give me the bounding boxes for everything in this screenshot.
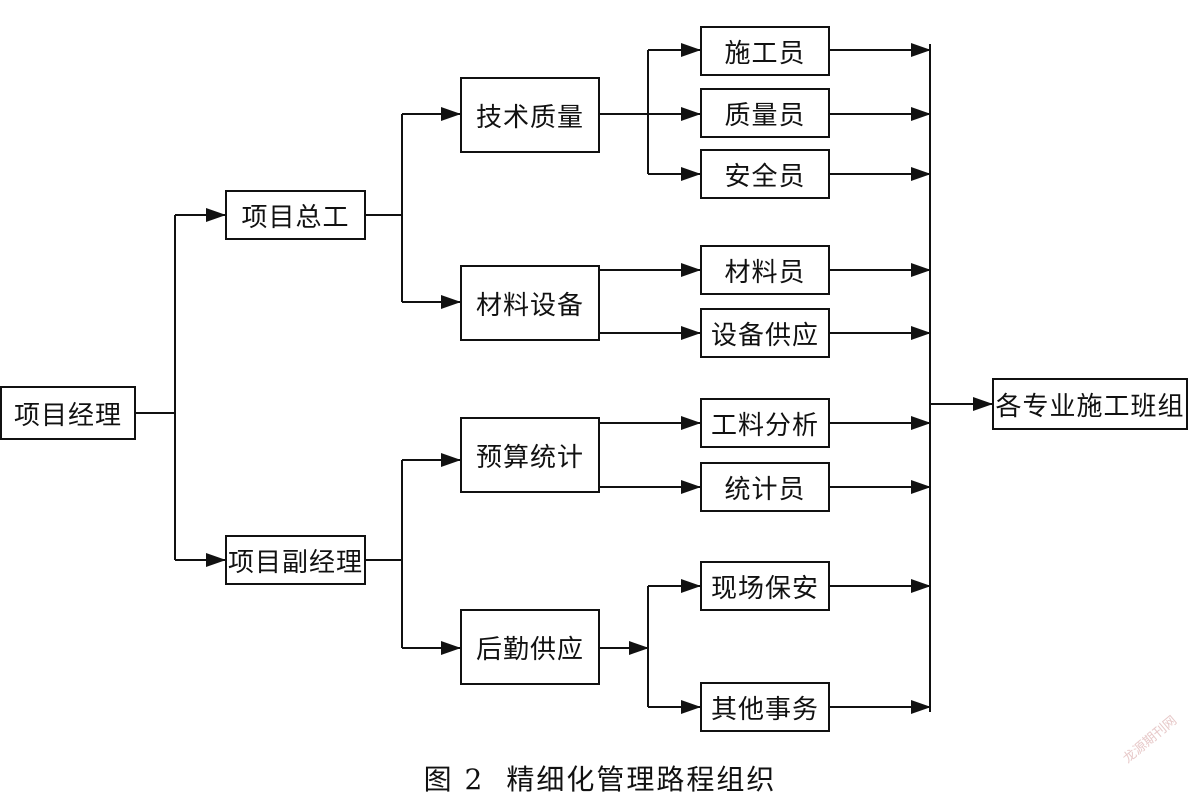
node-deputy-manager: 项目副经理 [225,535,366,585]
node-quality-inspector: 质量员 [700,88,830,138]
node-constructor: 施工员 [700,26,830,76]
node-other-affairs: 其他事务 [700,682,830,732]
node-safety-officer: 安全员 [700,149,830,199]
node-materials-equipment: 材料设备 [460,265,600,341]
figure-title: 精细化管理路程组织 [506,763,777,796]
node-budget-statistics: 预算统计 [460,417,600,493]
node-labor-material-analysis: 工料分析 [700,398,830,448]
figure-caption: 图 2 精细化管理路程组织 [0,758,1200,798]
node-project-manager: 项目经理 [0,386,136,440]
node-chief-engineer: 项目总工 [225,190,366,240]
figure-number: 图 2 [423,763,485,796]
node-statistician: 统计员 [700,462,830,512]
node-tech-quality: 技术质量 [460,77,600,153]
node-specialized-teams: 各专业施工班组 [992,378,1188,430]
node-logistics-supply: 后勤供应 [460,609,600,685]
node-equipment-supply: 设备供应 [700,308,830,358]
node-site-security: 现场保安 [700,561,830,611]
node-material-clerk: 材料员 [700,245,830,295]
